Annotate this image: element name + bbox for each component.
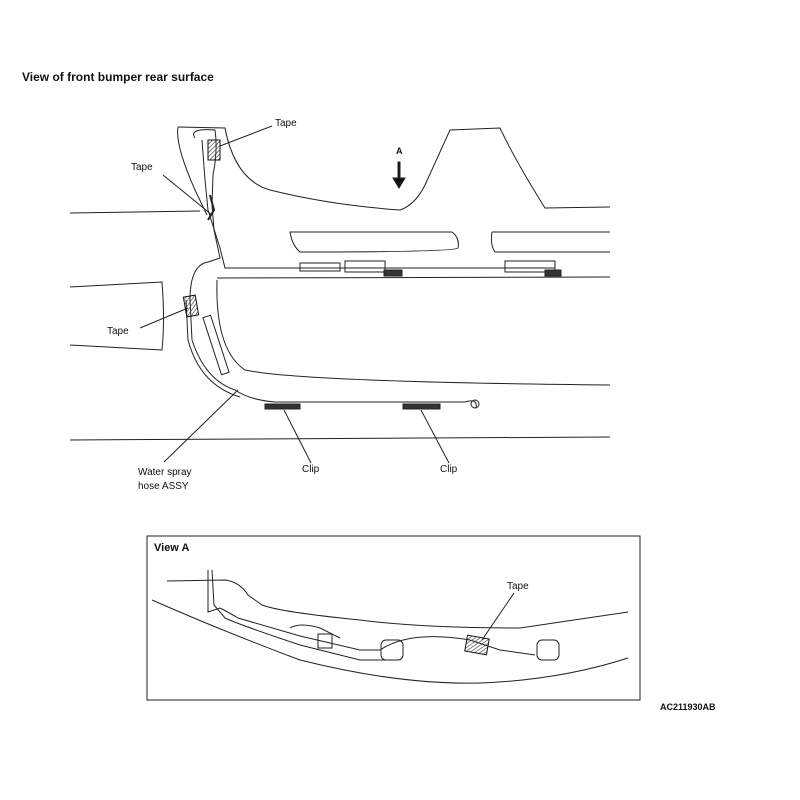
protector-sleeve <box>202 314 230 376</box>
water-spray-hose <box>185 129 556 409</box>
label-view-a-arrow: A <box>396 146 403 156</box>
view-a-leader <box>481 592 515 641</box>
label-tape-top: Tape <box>275 118 297 129</box>
bumper-outline <box>69 126 611 441</box>
view-a-drawing <box>151 569 629 684</box>
view-a-frame <box>146 535 641 701</box>
label-tape-upper: Tape <box>131 162 153 173</box>
tape-left-icon <box>182 294 200 318</box>
view-a-title: View A <box>154 542 190 554</box>
tape-top-icon <box>207 139 221 161</box>
tape-upper-icon <box>207 194 216 221</box>
label-tape-lower: Tape <box>107 326 129 337</box>
view-a-tape-icon <box>464 634 490 656</box>
label-clip-1: Clip <box>302 464 320 475</box>
label-hose-line2: hose ASSY <box>138 481 189 492</box>
view-a-label-tape: Tape <box>507 581 529 592</box>
clip-icon <box>264 269 562 410</box>
diagram-title: View of front bumper rear surface <box>22 70 214 84</box>
leader-lines <box>139 125 450 464</box>
label-clip-2: Clip <box>440 464 458 475</box>
figure-code: AC211930AB <box>660 702 716 712</box>
label-hose-line1: Water spray <box>138 467 192 478</box>
view-arrow-icon <box>392 161 406 189</box>
